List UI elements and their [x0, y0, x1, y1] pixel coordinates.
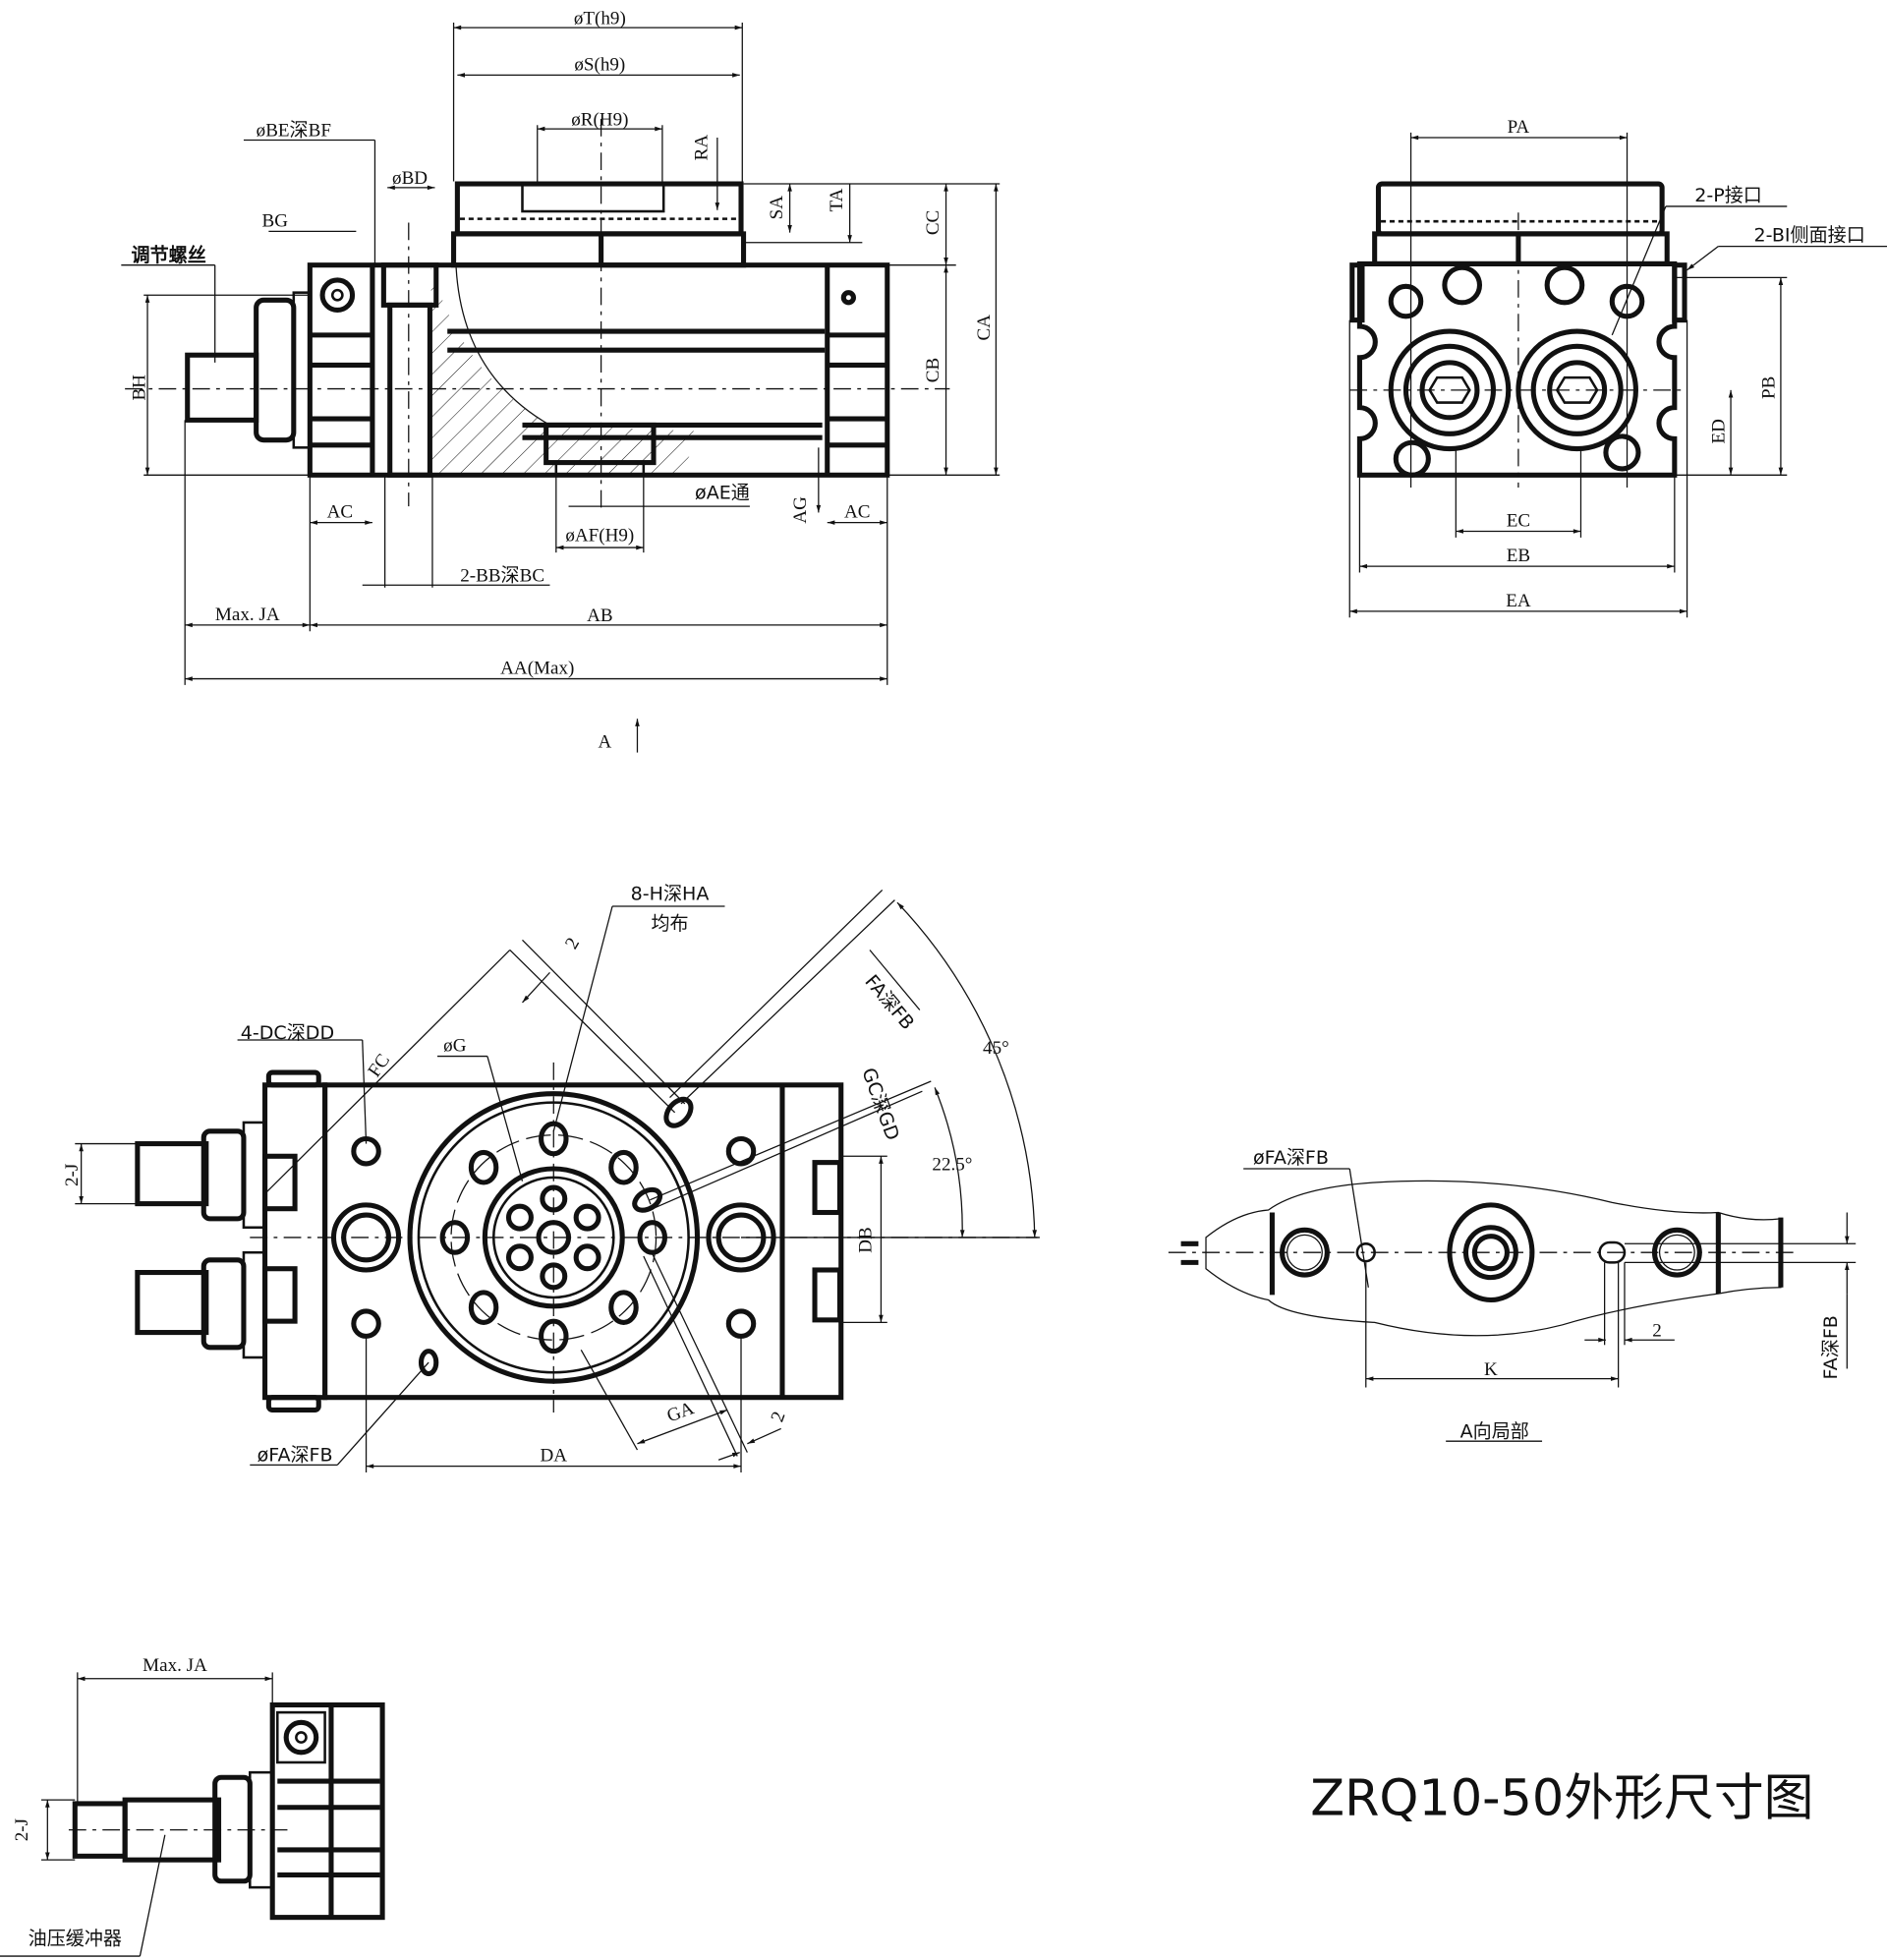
top-view: 8-H深HA 均布 2 FA深FB 45° 4-DC深DD FC øG GC深G…	[62, 884, 1040, 1472]
dim-GA: GA	[664, 1398, 697, 1426]
dim-2-bottom: 2	[768, 1409, 790, 1424]
holes-DC-label: 4-DC深DD	[241, 1022, 334, 1044]
dim-FA-FB: FA深FB	[860, 971, 918, 1034]
dim-FA: øFA深FB	[1253, 1147, 1329, 1169]
front-view: øT(h9) øS(h9) øR(H9) øBE深BF øBD BG 调节螺丝 …	[121, 8, 1001, 753]
dim-FC: FC	[365, 1051, 395, 1081]
damper-label: 油压缓冲器	[29, 1929, 122, 1950]
holes-H-label: 8-H深HA	[631, 884, 710, 905]
a-view-caption: A向局部	[1460, 1420, 1529, 1442]
dim-BE: øBE深BF	[257, 120, 331, 142]
dim-K: K	[1484, 1359, 1498, 1380]
dim-AB: AB	[587, 605, 612, 626]
dim-CC: CC	[923, 210, 944, 235]
dim-G: øG	[443, 1035, 467, 1056]
view-arrow-label: A	[599, 731, 612, 752]
damper-dim-JA: Max. JA	[143, 1655, 207, 1676]
a-view: øFA深FB 2 K FA深FB A向局部	[1168, 1147, 1857, 1442]
dim-GC-GD: GC深GD	[857, 1066, 903, 1144]
dim-TA: TA	[827, 188, 847, 211]
dim-2: 2	[1652, 1320, 1662, 1341]
dim-EC: EC	[1507, 510, 1530, 531]
dim-T: øT(h9)	[574, 8, 626, 29]
dim-PA: PA	[1508, 117, 1530, 138]
dim-FA-bottom: øFA深FB	[257, 1445, 333, 1467]
dim-PB: PB	[1759, 376, 1780, 399]
dim-S: øS(h9)	[574, 54, 625, 75]
dim-FA-side: FA深FB	[1820, 1315, 1842, 1379]
dim-ED: ED	[1709, 419, 1730, 443]
dim-DA: DA	[541, 1446, 568, 1467]
drawing-title: ZRQ10-50外形尺寸图	[1310, 1768, 1813, 1826]
port-P-label: 2-P接口	[1694, 185, 1762, 206]
damper-dim-2J: 2-J	[12, 1817, 32, 1841]
dim-2-top: 2	[561, 935, 584, 953]
dim-EA: EA	[1506, 591, 1531, 611]
dim-RA: RA	[692, 135, 713, 161]
dim-AA: AA(Max)	[500, 658, 574, 678]
damper-view: Max. JA 2-J 油压缓冲器	[0, 1655, 385, 1957]
dim-AF: øAF(H9)	[565, 526, 634, 547]
side-view: PA 2-P接口 2-BI侧面接口 PB ED EC EB EA	[1348, 117, 1887, 618]
holes-H-note: 均布	[651, 913, 688, 935]
dim-BD: øBD	[392, 168, 428, 189]
angle-22-5: 22.5°	[932, 1154, 972, 1175]
dim-JA: Max. JA	[215, 605, 280, 625]
dim-AG: AG	[790, 496, 811, 524]
dim-BG: BG	[261, 210, 288, 231]
port-BI-label: 2-BI侧面接口	[1754, 225, 1865, 247]
dim-AC-left: AC	[327, 502, 353, 523]
dim-DB: DB	[855, 1227, 876, 1252]
dim-CB: CB	[923, 358, 944, 382]
dim-BH: BH	[129, 375, 149, 401]
angle-45: 45°	[983, 1038, 1009, 1059]
adjust-screw-label: 调节螺丝	[132, 244, 206, 266]
dim-R: øR(H9)	[571, 109, 628, 130]
dim-BB: 2-BB深BC	[460, 564, 544, 586]
dim-AE: øAE通	[695, 482, 750, 503]
dim-AC-right: AC	[844, 502, 870, 523]
dim-2J: 2-J	[62, 1163, 83, 1186]
dim-EB: EB	[1507, 546, 1530, 566]
dim-SA: SA	[767, 196, 787, 220]
dim-CA: CA	[974, 315, 995, 341]
